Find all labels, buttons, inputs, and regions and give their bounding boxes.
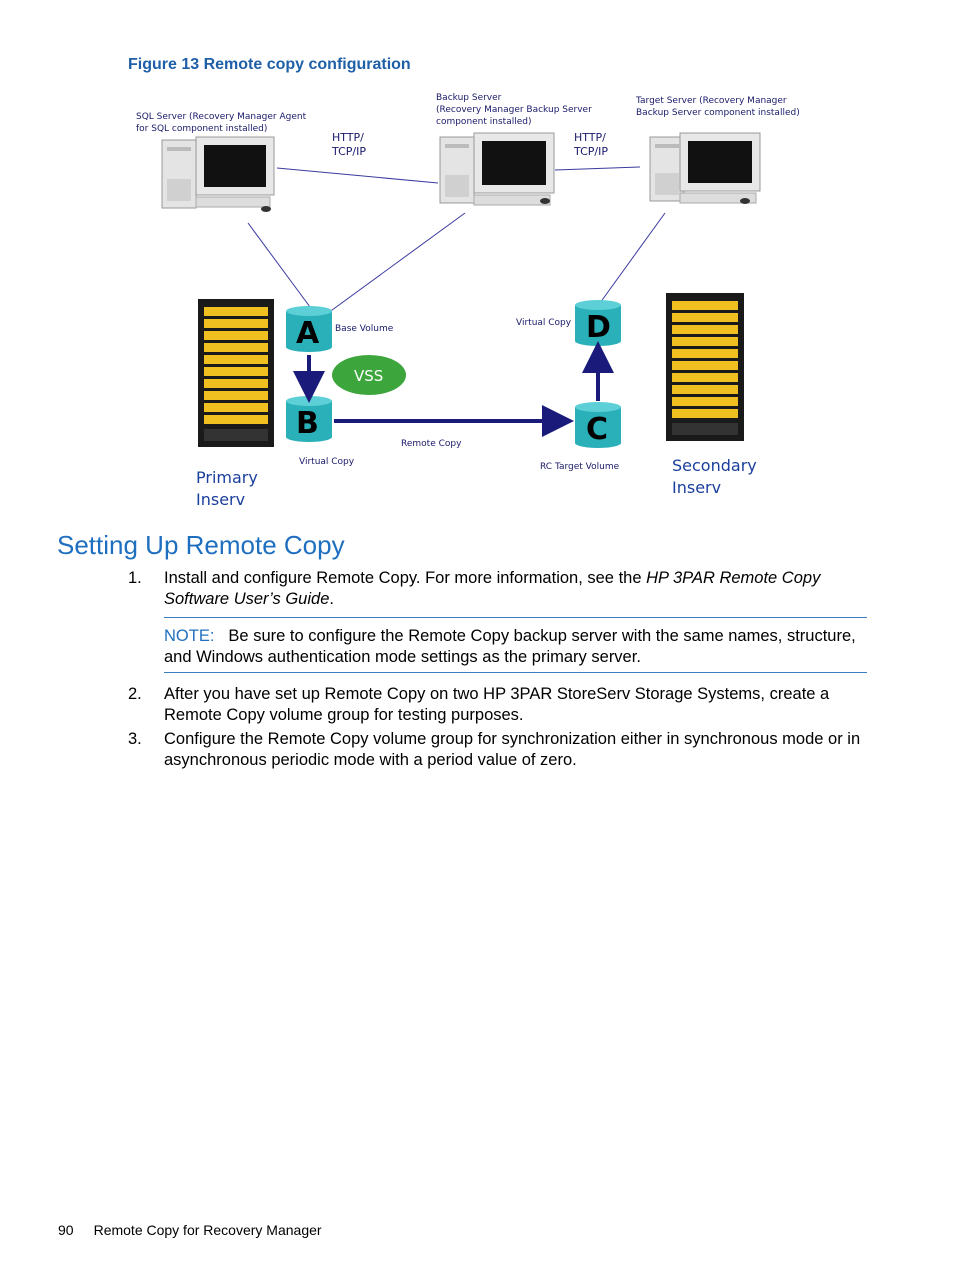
step-text: After you have set up Remote Copy on two…: [164, 685, 830, 724]
protocol-right-1: HTTP/: [574, 131, 606, 144]
note-body: Be sure to configure the Remote Copy bac…: [164, 627, 856, 666]
volume-d-letter: D: [586, 310, 611, 345]
step-number: 3.: [128, 730, 142, 748]
section-title: Setting Up Remote Copy: [57, 530, 345, 560]
step-text-end: .: [329, 590, 334, 608]
step-number: 1.: [128, 569, 142, 587]
volume-c-cylinder-icon: [575, 402, 621, 448]
sql-server-label-1: SQL Server (Recovery Manager Agent: [136, 112, 307, 122]
note-label: NOTE:: [164, 627, 215, 645]
remote-copy-label: Remote Copy: [401, 439, 462, 449]
guide-title: HP 3PAR Remote Copy Software User’s Guid…: [164, 569, 821, 608]
secondary-label-2: Inserv: [672, 478, 721, 497]
protocol-left-2: TCP/IP: [331, 145, 366, 158]
note-box: NOTE:Be sure to configure the Remote Cop…: [164, 617, 867, 673]
protocol-left-1: HTTP/: [332, 131, 364, 144]
footer-chapter: Remote Copy for Recovery Manager: [93, 1222, 322, 1238]
step-number: 2.: [128, 685, 142, 703]
primary-label-1: Primary: [196, 468, 258, 487]
note-text: NOTE:Be sure to configure the Remote Cop…: [164, 626, 867, 668]
sql-server-computer-icon: [161, 136, 275, 212]
volume-a-cylinder-icon: [286, 306, 332, 352]
secondary-storage-rack-icon: [666, 293, 744, 441]
volume-c-letter: C: [586, 412, 608, 447]
backup-server-label-1: Backup Server: [436, 93, 502, 103]
vss-oval: [332, 355, 406, 395]
virtual-copy-right-label: Virtual Copy: [516, 318, 572, 328]
target-server-label-1: Target Server (Recovery Manager: [635, 96, 787, 106]
volume-b-letter: B: [296, 406, 319, 441]
vss-label: VSS: [354, 367, 383, 385]
backup-server-label-3: component installed): [436, 117, 531, 127]
sql-server-label-2: for SQL component installed): [136, 124, 267, 134]
figure-caption: Figure 13 Remote copy configuration: [128, 56, 411, 73]
page-number: 90: [58, 1222, 74, 1238]
volume-b-cylinder-icon: [286, 396, 332, 442]
secondary-label-1: Secondary: [672, 456, 757, 475]
virtual-copy-left-label: Virtual Copy: [299, 457, 355, 467]
primary-label-2: Inserv: [196, 490, 245, 509]
target-server-label-2: Backup Server component installed): [636, 108, 800, 118]
step-text: Configure the Remote Copy volume group f…: [164, 730, 861, 769]
volume-a-letter: A: [296, 316, 320, 351]
rc-target-volume-label: RC Target Volume: [540, 462, 620, 472]
backup-server-computer-icon: [439, 132, 555, 206]
primary-storage-rack-icon: [198, 299, 274, 447]
step-text-plain: Install and configure Remote Copy. For m…: [164, 569, 647, 587]
page-footer: 90 Remote Copy for Recovery Manager: [58, 1222, 322, 1238]
base-volume-label: Base Volume: [335, 324, 394, 334]
step-text: Install and configure Remote Copy. For m…: [164, 568, 868, 610]
backup-server-label-2: (Recovery Manager Backup Server: [436, 105, 592, 115]
remote-copy-diagram: SQL Server (Recovery Manager Agent for S…: [120, 85, 820, 515]
protocol-right-2: TCP/IP: [573, 145, 608, 158]
target-server-computer-icon: [649, 132, 761, 204]
